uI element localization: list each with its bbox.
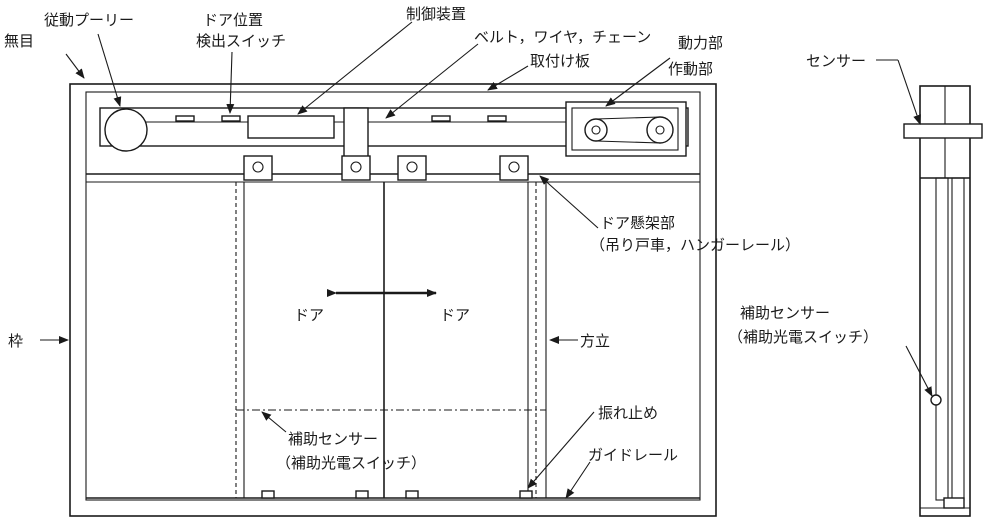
leader-guide-rail [565, 461, 591, 499]
inner-frame [85, 91, 701, 501]
leader-sensor [897, 59, 921, 125]
label-mount-plate: 取付け板 [530, 52, 590, 70]
label-frame: 枠 [8, 332, 23, 350]
label-door-hanger: ドア懸架部 [600, 214, 675, 232]
side-door-panel [951, 177, 965, 501]
outer-frame [69, 83, 717, 517]
leader-belt [385, 43, 479, 119]
controller-box [247, 115, 335, 139]
label-side-aux-sensor: 補助センサー [740, 304, 830, 322]
door-position-switch [431, 115, 451, 122]
leader-door-hanger [539, 175, 599, 229]
door-hanger-roller [499, 155, 529, 181]
label-sensor: センサー [806, 52, 866, 70]
label-drive-unit: 動力部 [678, 34, 723, 52]
leader-anti-sway [527, 411, 595, 489]
label-anti-sway: 振れ止め [598, 404, 658, 422]
label-controller: 制御装置 [406, 5, 466, 23]
label-main-aux-sensor: 補助センサー [288, 430, 378, 448]
label-driven-pulley: 従動プーリー [44, 11, 134, 29]
label-side-aux-sensor: （補助光電スイッチ） [728, 328, 878, 346]
side-section [903, 85, 983, 517]
label-door-switch: 検出スイッチ [196, 32, 286, 50]
leader-side-aux-sensor [905, 345, 933, 397]
side-aux-sensor [930, 394, 942, 406]
label-belt: ベルト，ワイヤ，チェーン [474, 28, 651, 46]
leader-mount-plate [487, 65, 529, 91]
front-elevation [69, 83, 717, 517]
label-door-switch: ドア位置 [203, 11, 263, 29]
label-main-aux-sensor: （補助光電スイッチ） [276, 454, 426, 472]
guide-block [261, 490, 275, 499]
door-hanger-roller [341, 155, 371, 181]
door-position-switch [487, 115, 507, 122]
label-mujime: 無目 [4, 32, 34, 50]
drive-belt [595, 140, 661, 144]
belt-bracket [343, 107, 369, 165]
leader-mujime [65, 53, 85, 79]
labels: 無目 従動プーリー ドア位置 検出スイッチ 制御装置 ベルト，ワイヤ，チェーン … [4, 5, 878, 472]
label-door-hanger: （吊り戸車，ハンガーレール） [590, 236, 800, 254]
leader-driven-pulley [97, 33, 122, 107]
label-door-right: ドア [440, 306, 470, 324]
drive-motor-pulley [584, 118, 608, 142]
side-door-panel [935, 177, 949, 501]
guide-block [355, 490, 369, 499]
side-sensor-box [903, 123, 983, 139]
drive-motor-pulley-hub [591, 125, 601, 135]
door-hanger-roller [397, 155, 427, 181]
drive-unit-inner [571, 107, 679, 151]
guide-block [405, 490, 419, 499]
door-hanger-roller [243, 155, 273, 181]
leader-door-switch [226, 51, 235, 114]
leader-main-aux-sensor [261, 411, 287, 433]
label-drive-unit: 作動部 [668, 60, 713, 78]
leader-lines [40, 21, 933, 499]
drive-belt [595, 116, 661, 120]
drive-pulley-hub [655, 125, 665, 135]
leader-controller [297, 21, 413, 115]
label-guide-rail: ガイドレール [588, 446, 678, 464]
driven-pulley [104, 108, 148, 152]
label-door-left: ドア [294, 306, 324, 324]
guide-block [519, 490, 533, 499]
label-mullion: 方立 [580, 332, 610, 350]
door-position-switch [221, 115, 241, 122]
drive-pulley [646, 116, 674, 144]
leader-drive-unit [605, 57, 671, 107]
side-guide [943, 497, 965, 509]
door-position-switch [175, 115, 195, 122]
